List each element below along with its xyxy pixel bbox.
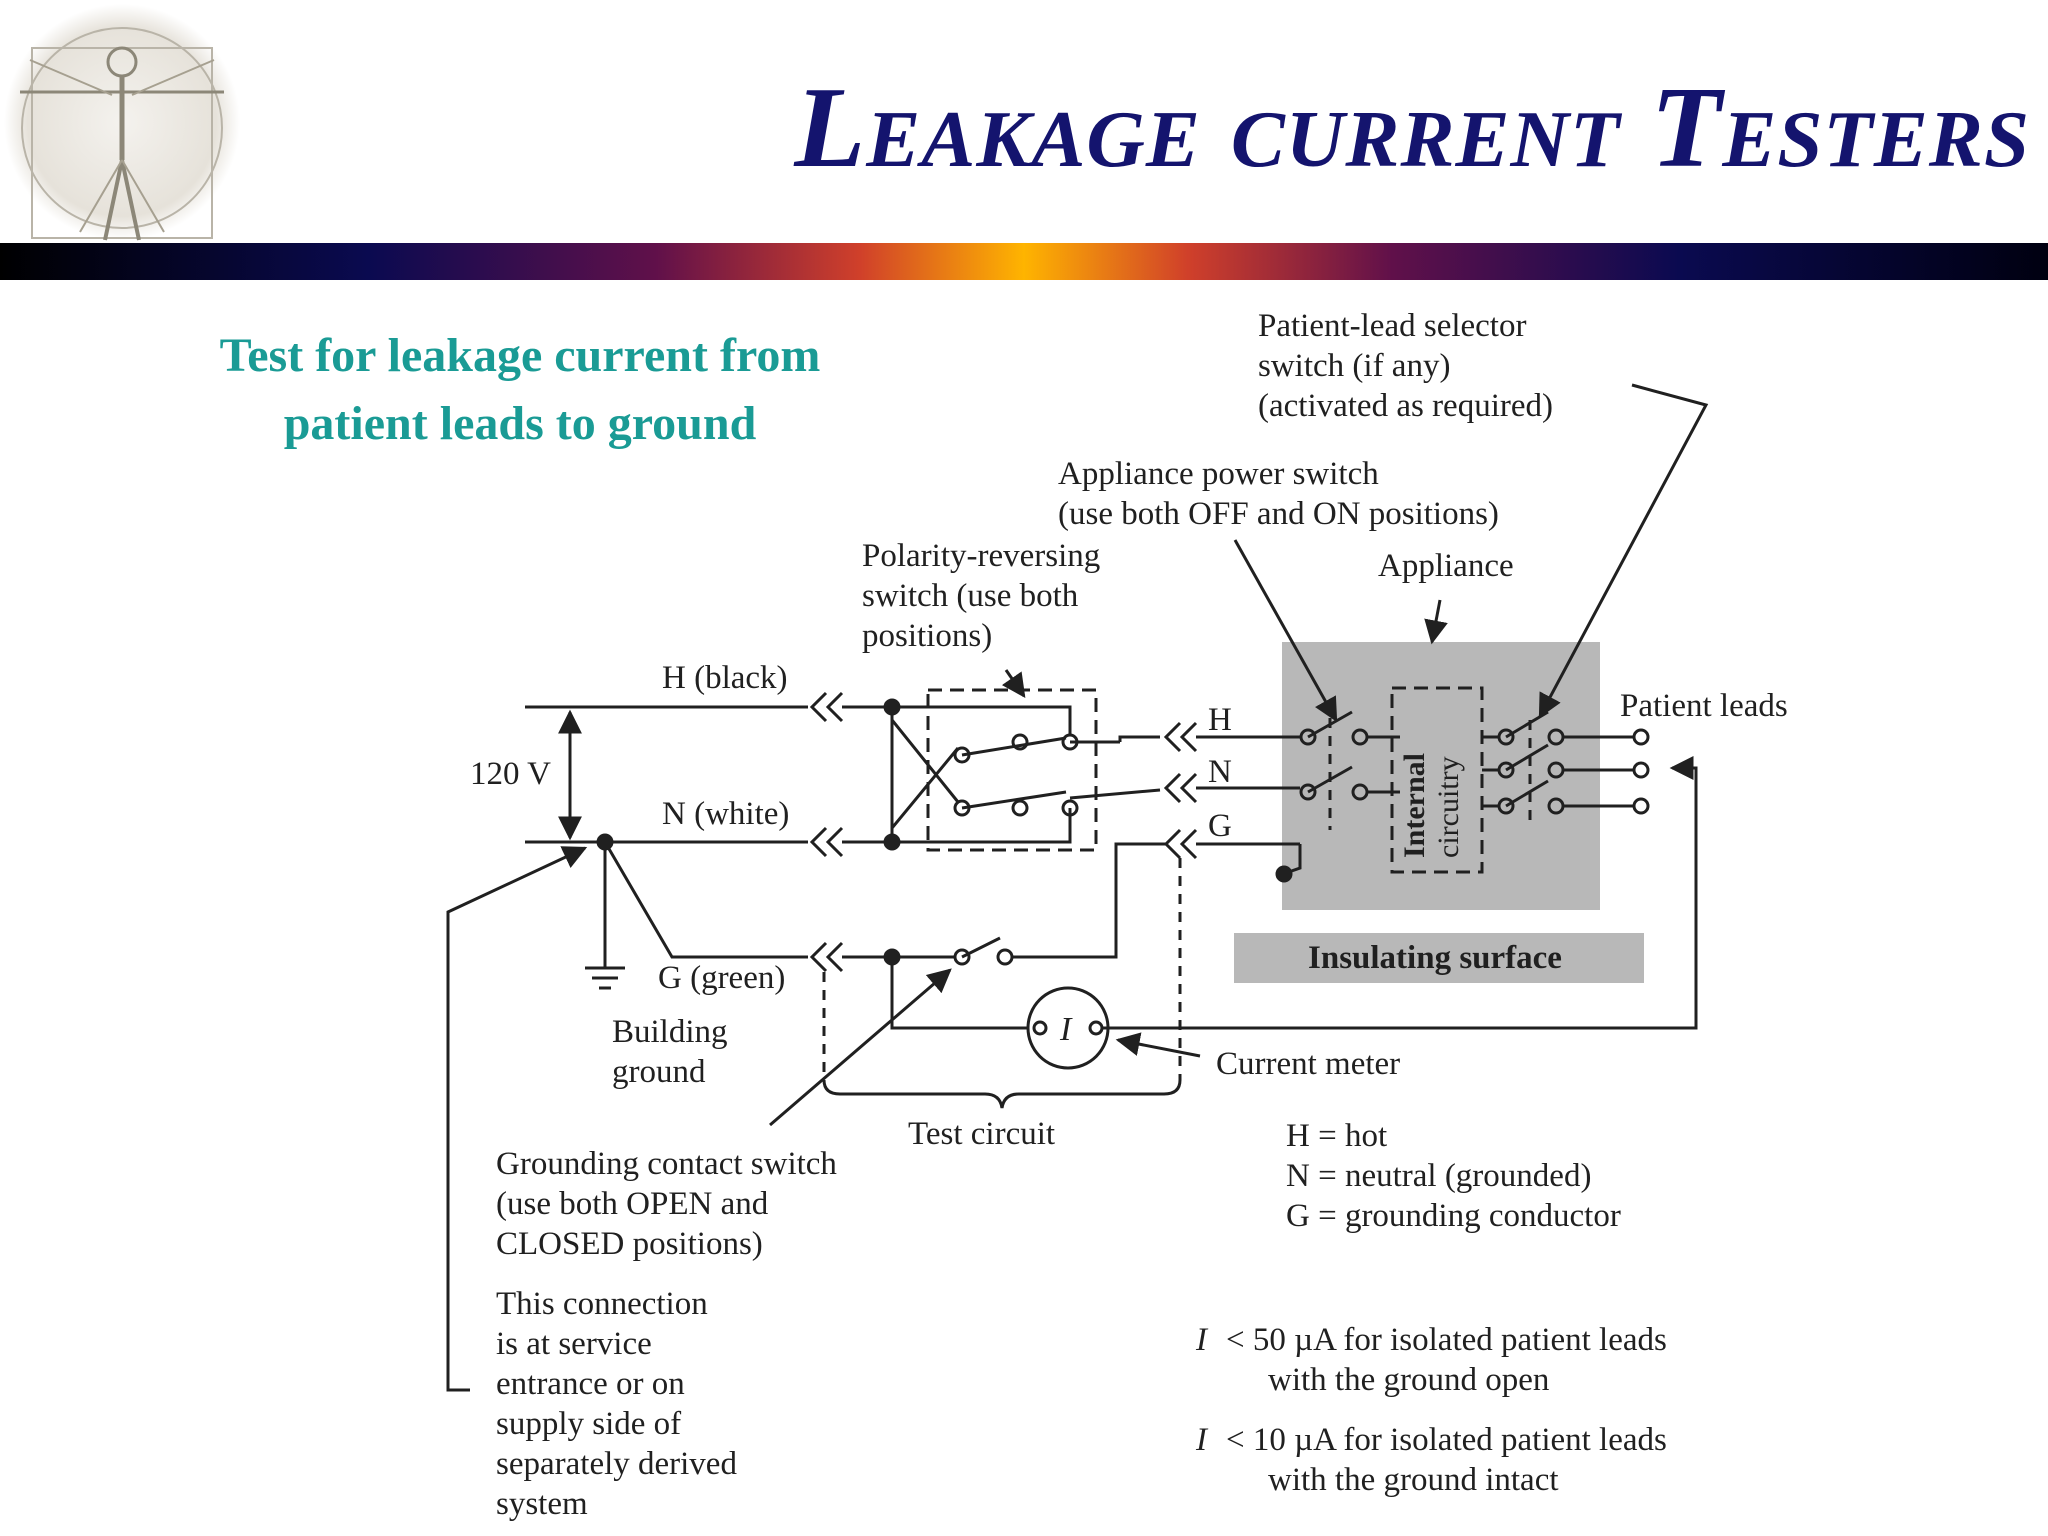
voltage-label: 120 V	[470, 756, 551, 792]
g-label: G	[1208, 808, 1232, 844]
appliance-label: Appliance	[1378, 548, 1514, 584]
grounding-switch-label-1: Grounding contact switch	[496, 1146, 837, 1182]
g-green-label: G (green)	[658, 960, 785, 996]
h-black-label: H (black)	[662, 660, 788, 696]
insulating-surface-label: Insulating surface	[1308, 940, 1562, 976]
connection-note-1: This connection	[496, 1286, 708, 1322]
meter-symbol: I	[1059, 1011, 1073, 1048]
polarity-label-2: switch (use both	[862, 578, 1079, 614]
legend-hot: H = hot	[1286, 1118, 1387, 1154]
power-switch-label-1: Appliance power switch	[1058, 456, 1379, 492]
subtitle-line-2: patient leads to ground	[283, 397, 757, 450]
current-meter-label: Current meter	[1216, 1046, 1400, 1082]
legend-neutral: N = neutral (grounded)	[1286, 1158, 1591, 1194]
connection-note-5: separately derived	[496, 1446, 737, 1482]
slide-title: Leakage current Testers	[794, 64, 2030, 192]
limit1-text: < 50 µA for isolated patient leads	[1226, 1322, 1667, 1358]
leakage-test-diagram: Patient-lead selector switch (if any) (a…	[446, 308, 1788, 1522]
patient-leads-label: Patient leads	[1620, 688, 1788, 724]
test-circuit-label: Test circuit	[908, 1116, 1055, 1152]
connection-note-2: is at service	[496, 1326, 652, 1362]
selector-label-3: (activated as required)	[1258, 388, 1553, 424]
subtitle-line-1: Test for leakage current from	[219, 329, 821, 382]
selector-label-1: Patient-lead selector	[1258, 308, 1526, 344]
limit2-symbol: I	[1195, 1422, 1209, 1458]
power-switch-label-2: (use both OFF and ON positions)	[1058, 496, 1499, 532]
vitruvian-logo	[4, 4, 240, 241]
limit2-text: < 10 µA for isolated patient leads	[1226, 1422, 1667, 1458]
polarity-label-3: positions)	[862, 618, 992, 654]
slide-subtitle: Test for leakage current from patient le…	[130, 322, 910, 458]
legend-ground: G = grounding conductor	[1286, 1198, 1621, 1234]
connection-note-4: supply side of	[496, 1406, 681, 1442]
connection-note-3: entrance or on	[496, 1366, 685, 1402]
n-white-label: N (white)	[662, 796, 789, 832]
grounding-switch-label-2: (use both OPEN and	[496, 1186, 769, 1222]
connection-note-6: system	[496, 1486, 588, 1522]
internal-circuitry-label-2: circuitry	[1432, 756, 1465, 858]
n-label: N	[1208, 754, 1232, 790]
h-label: H	[1208, 702, 1232, 738]
selector-label-2: switch (if any)	[1258, 348, 1450, 384]
building-ground-label-2: ground	[612, 1054, 706, 1090]
limit1-text2: with the ground open	[1268, 1362, 1549, 1398]
building-ground-label-1: Building	[612, 1014, 728, 1050]
insulating-surface	[1234, 933, 1644, 983]
polarity-label-1: Polarity-reversing	[862, 538, 1100, 574]
limit1-symbol: I	[1195, 1322, 1209, 1358]
grounding-switch-label-3: CLOSED positions)	[496, 1226, 763, 1262]
title-divider-bar	[0, 243, 2048, 280]
internal-circuitry-label-1: Internal	[1398, 753, 1431, 858]
limit2-text2: with the ground intact	[1268, 1462, 1559, 1498]
